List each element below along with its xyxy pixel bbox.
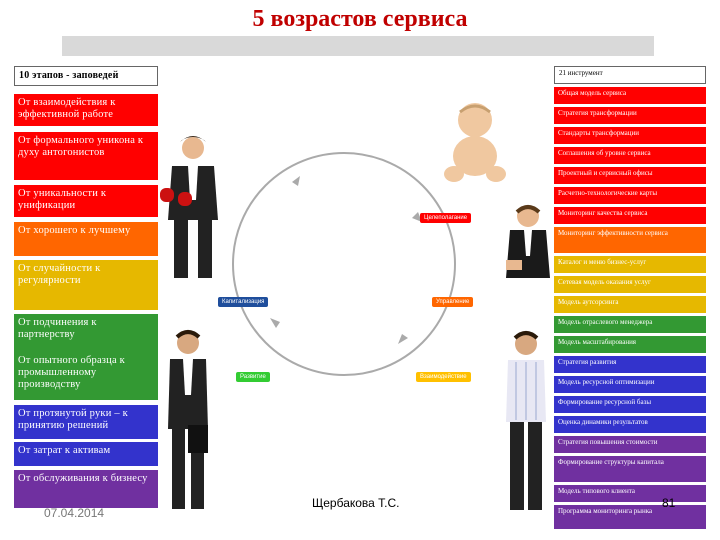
stage-goal: Целеполагание (420, 213, 472, 223)
arrow-marker-icon (292, 176, 300, 186)
left-item-2: От формального уникона к духу антогонист… (14, 132, 158, 180)
right-item-6: Расчетно-технологические карты (554, 187, 706, 204)
right-item-8: Мониторинг эффективности сервиса (554, 227, 706, 253)
lifecycle-circle (232, 152, 456, 376)
right-item-17: Оценка динамики результатов (554, 416, 706, 433)
right-item-3: Стандарты трансформации (554, 127, 706, 144)
right-item-21: Программа мониторинга рынка (554, 505, 706, 529)
left-item-3: От уникальности к унификации (14, 185, 158, 217)
left-item-4: От хорошего к лучшему (14, 222, 158, 256)
left-header: 10 этапов - заповедей (14, 66, 158, 86)
right-item-14: Стратегия развития (554, 356, 706, 373)
stage-development: Развитие (236, 372, 270, 382)
right-item-19: Формирование структуры капитала (554, 456, 706, 482)
right-item-2: Стратегия трансформации (554, 107, 706, 124)
businessman-phone-illustration (168, 330, 208, 509)
right-item-18: Стратегия повышения стоимости (554, 436, 706, 453)
cycle-arrows (270, 176, 422, 344)
right-item-15: Модель ресурсной оптимизации (554, 376, 706, 393)
boxing-glove-icon (178, 192, 192, 206)
arrow-marker-icon (398, 334, 408, 344)
footer-date: 07.04.2014 (44, 506, 105, 520)
right-item-13: Модель масштабирования (554, 336, 706, 353)
right-header: 21 инструмент (554, 66, 706, 84)
boy-in-suit-illustration (506, 205, 550, 278)
baby-illustration (444, 103, 506, 182)
right-item-10: Сетевая модель оказания услуг (554, 276, 706, 293)
right-item-4: Соглашения об уровне сервиса (554, 147, 706, 164)
right-item-11: Модель аутсорсинга (554, 296, 706, 313)
arrow-marker-icon (412, 212, 422, 222)
stage-management: Управление (432, 297, 474, 307)
briefcase-icon (188, 425, 208, 453)
right-item-7: Мониторинг качества сервиса (554, 207, 706, 224)
footer-page-number: 81 (662, 496, 676, 510)
right-item-9: Каталог и меню бизнес-услуг (554, 256, 706, 273)
right-item-20: Модель типового клиента (554, 485, 706, 502)
man-striped-shirt-illustration (506, 331, 546, 510)
left-item-5: От случайности к регулярности (14, 260, 158, 310)
slide-title: 5 возрастов сервиса (252, 6, 468, 32)
title-underline-bar (62, 36, 654, 56)
left-item-8: От протянутой руки – к принятию решений (14, 405, 158, 439)
left-item-1: От взаимодействия к эффективной работе (14, 94, 158, 126)
left-item-10: От обслуживания к бизнесу (14, 470, 158, 508)
left-item-9: От затрат к активам (14, 442, 158, 466)
stage-capitalization: Капитализация (218, 297, 269, 307)
right-item-16: Формирование ресурсной базы (554, 396, 706, 413)
right-item-1: Общая модель сервиса (554, 87, 706, 104)
left-item-7: От опытного образца к промышленному прои… (14, 352, 158, 400)
boxer-man-illustration (160, 136, 218, 278)
right-item-12: Модель отраслевого менеджера (554, 316, 706, 333)
stage-interaction: Взаимодействие (416, 372, 471, 382)
right-item-5: Проектный и сервисный офисы (554, 167, 706, 184)
arrow-marker-icon (270, 318, 280, 328)
left-item-6: От подчинения к партнерству (14, 314, 158, 352)
boxing-glove-icon (160, 188, 174, 202)
footer-author: Щербакова Т.С. (312, 496, 400, 510)
